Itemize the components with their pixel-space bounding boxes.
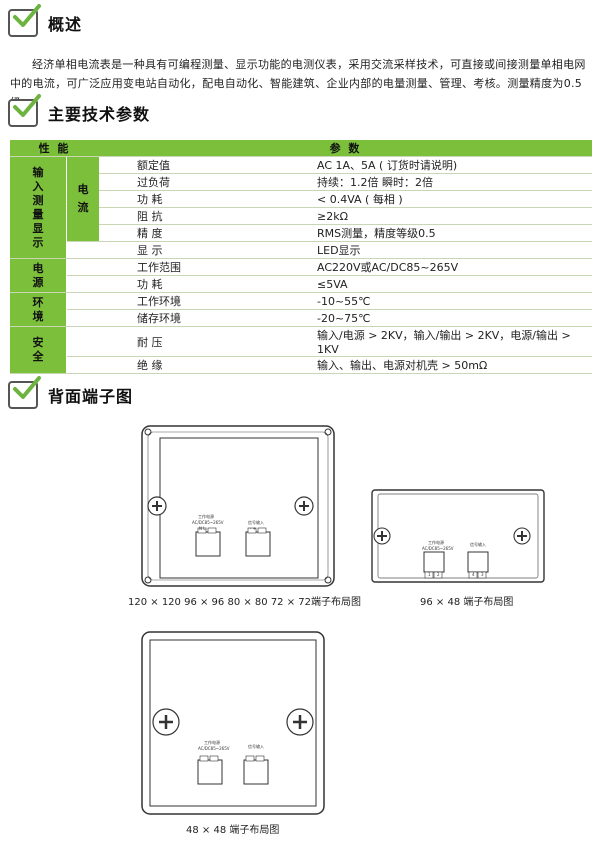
terminal-diagram-square-small [141,631,325,815]
row-label: 绝 缘 [99,356,281,374]
caption-square-large: 120 × 120 96 × 96 80 × 80 72 × 72端子布局图 [128,597,362,608]
row-value: -20~75℃ [281,309,592,327]
row-value: AC 1A、5A ( 订货时请说明) [281,156,592,174]
power-label: 工作电源 [428,540,444,545]
table-row: 功 耗 < 0.4VA ( 每相 ) [10,190,592,208]
table-row: 功 耗 ≤5VA [10,275,592,293]
signal-pins-label: - + [250,526,257,531]
group-current: 电流 [66,156,99,242]
row-label: 工作环境 [99,292,281,310]
table-row: 电源 工作范围 AC220V或AC/DC85~265V [10,258,592,293]
power-range-label: AC/DC85~265V [198,746,230,751]
pin-1-label: 1 [428,572,431,577]
row-label: 过负荷 [99,173,281,191]
terminal-diagram-square-large [141,425,335,587]
spec-table: 性 能 参 数 输入测量显示 电流 额定值 AC 1A、5A ( 订货时请说明)… [10,140,592,374]
group-safety: 安全 [10,326,67,374]
table-row: 储存环境 -20~75℃ [10,309,592,327]
row-value: ≤5VA [281,275,592,293]
caption-rect: 96 × 48 端子布局图 [420,597,514,608]
table-row: 过负荷 持续：1.2倍 瞬时：2倍 [10,173,592,191]
table-row: 绝 缘 输入、输出、电源对机壳 > 50mΩ [10,356,592,374]
row-value: AC220V或AC/DC85~265V [281,258,592,276]
signal-label: 信号输入 [248,744,264,749]
signal-label: 信号输入 [470,542,486,547]
group-environment: 环境 [10,292,67,327]
checkmark-icon [8,4,41,37]
intro-paragraph: 经济单相电流表是一种具有可编程测量、显示功能的电测仪表，采用交流采样技术，可直接… [10,58,586,109]
table-row: 输入测量显示 电流 额定值 AC 1A、5A ( 订货时请说明) [10,156,592,259]
row-label: 显 示 [99,241,281,259]
row-value: ≥2kΩ [281,207,592,225]
section-title: 概述 [48,15,83,34]
checkmark-icon [8,376,41,409]
table-row: 环境 工作环境 -10~55℃ [10,292,592,327]
row-label: 阻 抗 [99,207,281,225]
row-value: < 0.4VA ( 每相 ) [281,190,592,208]
signal-label: 信号输入 [248,520,264,525]
row-label: 耐 压 [99,326,281,357]
power-range-label: AC/DC85~265V [192,520,224,525]
section-specs-header: 主要技术参数 [8,94,151,130]
header-performance: 性 能 [10,140,99,157]
table-row: 显 示 LED显示 [10,241,592,259]
table-header-row: 性 能 参 数 [10,140,592,157]
terminal-diagram-rect [371,489,545,583]
row-label: 储存环境 [99,309,281,327]
section-title: 背面端子图 [48,387,134,406]
table-row: 精 度 RMS测量，精度等级0.5 [10,224,592,242]
row-value: 输入、输出、电源对机壳 > 50mΩ [281,356,592,374]
row-label: 功 耗 [99,275,281,293]
section-title: 主要技术参数 [48,105,151,124]
pin-3-label: 3 [481,572,484,577]
group-input: 输入测量显示 [10,156,67,259]
power-range-label: AC/DC85~265V [422,546,454,551]
power-pins-label: N L [199,526,206,531]
table-row: 安全 耐 压 输入/电源 > 2KV，输入/输出 > 2KV，电源/输出 > 1… [10,326,592,374]
row-label: 工作范围 [99,258,281,276]
power-label: 工作电源 [198,514,214,519]
checkmark-icon [8,94,41,127]
group-power: 电源 [10,258,67,293]
row-value: 持续：1.2倍 瞬时：2倍 [281,173,592,191]
header-parameter: 参 数 [99,140,592,157]
row-value: 输入/电源 > 2KV，输入/输出 > 2KV，电源/输出 > 1KV [281,326,592,357]
table-row: 阻 抗 ≥2kΩ [10,207,592,225]
row-value: LED显示 [281,241,592,259]
pin-2-label: 2 [437,572,440,577]
row-label: 额定值 [99,156,281,174]
caption-square-small: 48 × 48 端子布局图 [186,825,280,836]
pin-4-label: 4 [472,572,475,577]
row-label: 功 耗 [99,190,281,208]
row-label: 精 度 [99,224,281,242]
row-value: -10~55℃ [281,292,592,310]
section-terminals-header: 背面端子图 [8,376,134,412]
power-label: 工作电源 [204,740,220,745]
row-value: RMS测量，精度等级0.5 [281,224,592,242]
section-overview-header: 概述 [8,4,83,40]
